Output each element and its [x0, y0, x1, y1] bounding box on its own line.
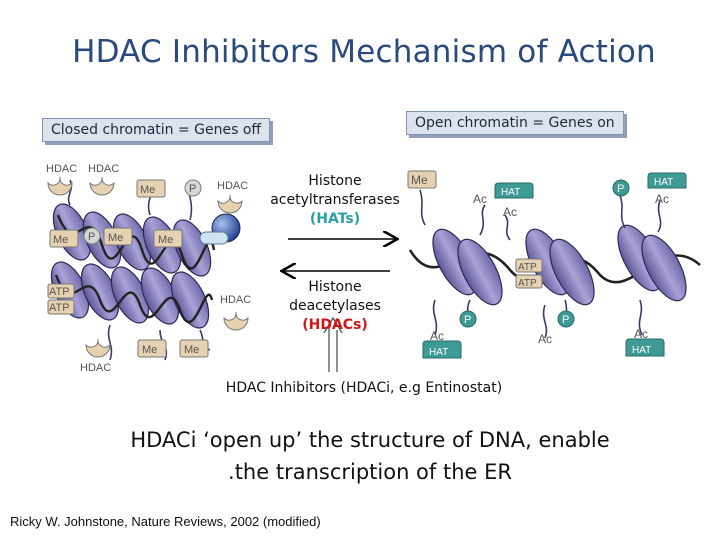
closed-hdac-mark: HDAC	[88, 163, 119, 175]
open-ac-mark: Ac	[634, 327, 648, 341]
hdac-abbreviation: (HDACs)	[302, 317, 368, 333]
open-p-mark: P	[562, 314, 569, 326]
inhibitor-label: HDAC Inhibitors (HDACi, e.g Entinostat)	[225, 380, 503, 396]
closed-hdac-mark: HDAC	[217, 180, 248, 192]
hdac-enzyme-line2: deacetylases	[289, 298, 381, 314]
open-ac-mark: Ac	[655, 192, 669, 206]
closed-me-mark: Me	[140, 184, 155, 196]
hdac-enzyme-label: Histone deacetylases (HDACs)	[262, 278, 408, 335]
hat-enzyme-line2: acetyltransferases	[270, 192, 400, 208]
closed-me-mark: Me	[158, 234, 173, 246]
inhibition-arrow	[323, 316, 343, 372]
closed-me-mark: Me	[53, 234, 68, 246]
summary-line1: HDACi ‘open up’ the structure of DNA, en…	[130, 428, 610, 452]
open-ac-mark: Ac	[538, 332, 552, 346]
open-ac-mark: Ac	[430, 329, 444, 343]
closed-hdac-mark: HDAC	[46, 163, 77, 175]
open-hat-mark: HAT	[632, 345, 651, 356]
closed-hdac-mark: HDAC	[220, 294, 251, 306]
closed-me-mark: Me	[108, 232, 123, 244]
hat-enzyme-line1: Histone	[308, 173, 362, 189]
open-chromatin-illustration: Me Ac Ac Ac Ac Ac Ac ATP ATP HAT HAT HAT…	[407, 170, 701, 359]
closed-chromatin-illustration: HDAC HDAC HDAC HDAC HDAC Me Me Me Me Me …	[46, 163, 251, 374]
closed-p-mark: P	[189, 183, 196, 195]
hdac-enzyme-line1: Histone	[308, 279, 362, 295]
hat-enzyme-label: Histone acetyltransferases (HATs)	[262, 172, 408, 229]
closed-atp-mark: ATP	[49, 286, 70, 298]
open-hat-mark: HAT	[501, 187, 520, 198]
page-title: HDAC Inhibitors Mechanism of Action	[72, 34, 656, 70]
open-hat-mark: HAT	[654, 177, 673, 188]
hat-abbreviation: (HATs)	[309, 211, 361, 227]
open-p-mark: P	[464, 314, 471, 326]
open-me-mark: Me	[411, 173, 428, 187]
closed-atp-mark: ATP	[49, 302, 70, 314]
open-ac-mark: Ac	[503, 205, 517, 219]
open-chromatin-label: Open chromatin = Genes on	[406, 111, 624, 135]
closed-hdac-mark: HDAC	[80, 362, 111, 374]
summary-line2: .the transcription of the ER	[228, 460, 512, 484]
open-p-mark: P	[617, 183, 624, 195]
citation: Ricky W. Johnstone, Nature Reviews, 2002…	[10, 514, 321, 529]
closed-me-mark: Me	[142, 344, 157, 356]
reaction-arrows	[283, 239, 396, 372]
closed-chromatin-label: Closed chromatin = Genes off	[42, 118, 271, 142]
open-ac-mark: Ac	[473, 192, 487, 206]
closed-p-mark: P	[88, 231, 95, 243]
summary-text: HDACi ‘open up’ the structure of DNA, en…	[80, 424, 660, 488]
closed-me-mark: Me	[184, 344, 199, 356]
open-hat-mark: HAT	[429, 347, 448, 358]
open-atp-mark: ATP	[518, 262, 537, 273]
open-atp-mark: ATP	[518, 278, 537, 289]
